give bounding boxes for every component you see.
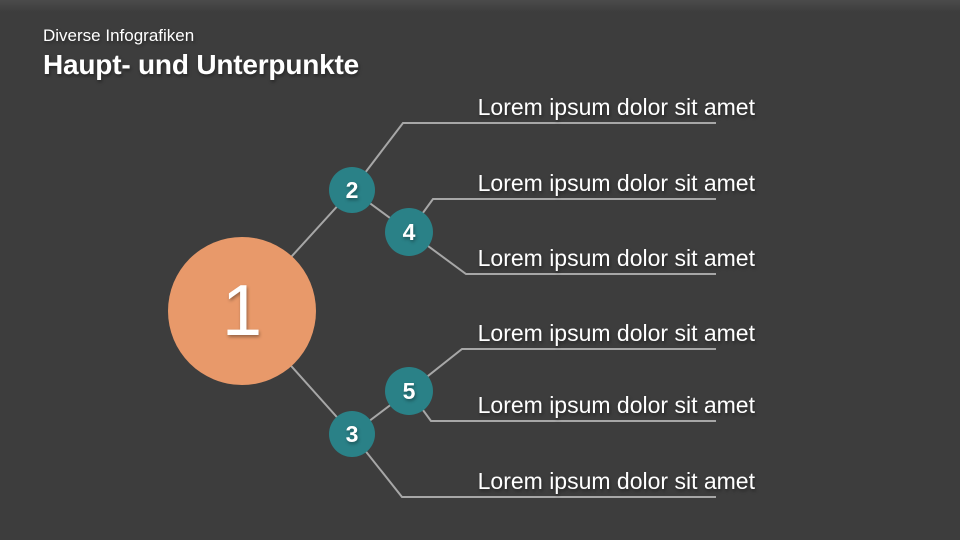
slide-eyebrow: Diverse Infografiken (43, 26, 195, 45)
sub-node-number: 5 (402, 377, 416, 404)
page-title: Haupt- und Unterpunkte (43, 49, 360, 80)
item-text-1: Lorem ipsum dolor sit amet (477, 94, 755, 120)
main-node-circle-1: 1 (168, 237, 316, 385)
connector-row-1 (241, 122, 716, 312)
item-text-5: Lorem ipsum dolor sit amet (477, 392, 755, 418)
sub-node-number: 4 (402, 218, 416, 245)
item-text-4: Lorem ipsum dolor sit amet (477, 320, 755, 346)
sub-node-circle-3: 3 (329, 411, 375, 457)
sub-node-number: 3 (345, 420, 359, 447)
item-text-3: Lorem ipsum dolor sit amet (477, 245, 755, 271)
sub-node-circle-2: 2 (329, 167, 375, 213)
sub-node-circle-5: 5 (385, 367, 433, 415)
connector-row-6 (241, 310, 716, 498)
sub-node-circle-4: 4 (385, 208, 433, 256)
main-node-number: 1 (221, 271, 263, 351)
item-text-2: Lorem ipsum dolor sit amet (477, 170, 755, 196)
item-text-6: Lorem ipsum dolor sit amet (477, 468, 755, 494)
connector-row-4 (351, 348, 716, 435)
sub-node-number: 2 (345, 176, 359, 203)
